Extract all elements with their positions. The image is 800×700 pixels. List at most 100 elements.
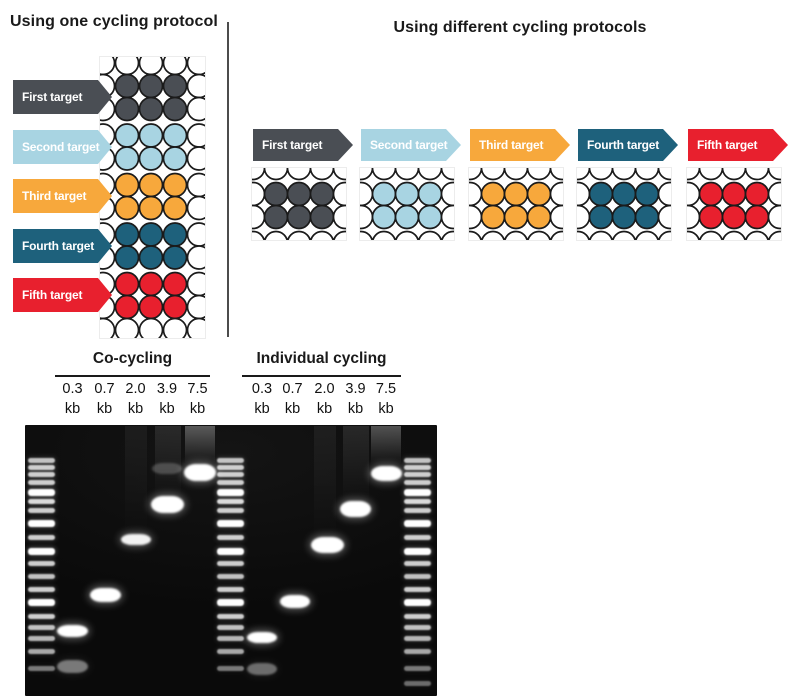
well xyxy=(252,181,266,207)
well xyxy=(549,181,563,207)
lane-size-label: 3.9 kb xyxy=(147,379,187,419)
well xyxy=(286,181,312,207)
well xyxy=(687,181,701,207)
ladder-band xyxy=(216,560,244,566)
well xyxy=(589,230,613,240)
well xyxy=(138,57,164,76)
well xyxy=(162,245,188,270)
well xyxy=(186,222,205,247)
well xyxy=(504,230,528,240)
ladder-band xyxy=(403,598,431,606)
well xyxy=(114,123,140,148)
well xyxy=(186,73,205,99)
well xyxy=(138,146,164,171)
target-arrow: Fourth target xyxy=(578,129,678,161)
ladder-band xyxy=(403,488,431,496)
well xyxy=(186,146,205,171)
well xyxy=(687,230,700,240)
well xyxy=(480,168,506,181)
well xyxy=(526,168,552,181)
well xyxy=(162,195,188,221)
target-arrow: Fifth target xyxy=(13,278,112,312)
well xyxy=(635,230,659,240)
target-arrow-label: Fourth target xyxy=(22,239,95,253)
well xyxy=(698,204,724,230)
well xyxy=(264,230,288,240)
ladder-band xyxy=(27,479,55,485)
well xyxy=(526,204,552,230)
well xyxy=(114,222,140,247)
target-arrow: Third target xyxy=(470,129,570,161)
well xyxy=(526,181,552,207)
ladder-band xyxy=(403,665,431,671)
well xyxy=(722,230,746,240)
lane-size-unit: kb xyxy=(96,401,113,417)
well xyxy=(360,230,373,240)
well xyxy=(371,181,397,207)
ladder-band xyxy=(216,598,244,606)
lane-size-value: 3.9 xyxy=(156,381,178,397)
well xyxy=(481,230,505,240)
ladder-band xyxy=(27,665,55,671)
well xyxy=(114,146,140,171)
well xyxy=(371,204,397,230)
ladder-band xyxy=(403,624,431,630)
well xyxy=(469,168,483,181)
ladder-band xyxy=(403,613,431,619)
well-plate xyxy=(360,168,454,240)
well xyxy=(360,168,374,181)
well xyxy=(332,204,346,230)
ladder-band xyxy=(27,648,55,654)
well xyxy=(744,204,770,230)
well xyxy=(186,96,205,122)
ladder-band xyxy=(216,488,244,496)
well xyxy=(469,230,482,240)
well xyxy=(287,230,311,240)
well xyxy=(480,204,506,230)
well xyxy=(332,181,346,207)
ladder-band xyxy=(403,464,431,470)
sample-band xyxy=(150,495,184,513)
ladder-band xyxy=(27,613,55,619)
ladder-band xyxy=(403,457,431,463)
sample-band xyxy=(370,465,402,481)
lane-size-unit: kb xyxy=(254,401,270,417)
lane-smear xyxy=(342,426,369,502)
well xyxy=(138,222,164,247)
well xyxy=(309,204,335,230)
well xyxy=(114,294,140,320)
gel-group-underline xyxy=(242,375,401,377)
target-arrow: First target xyxy=(13,80,112,114)
lane-smear xyxy=(371,426,401,465)
target-arrow: Fifth target xyxy=(688,129,788,161)
well xyxy=(440,181,454,207)
well xyxy=(114,172,140,198)
well xyxy=(162,271,188,297)
sample-band xyxy=(280,594,310,608)
well xyxy=(634,168,660,181)
lane-size-value: 0.7 xyxy=(282,381,303,397)
ladder-band xyxy=(27,519,55,527)
ladder-band xyxy=(403,680,431,686)
lane-size-unit: kb xyxy=(159,401,175,417)
well xyxy=(114,73,140,99)
target-arrow-label: First target xyxy=(22,90,83,104)
target-arrow-label: First target xyxy=(262,138,323,152)
lane-size-value: 2.0 xyxy=(125,381,146,397)
target-arrow: Third target xyxy=(13,179,112,213)
ladder-band xyxy=(27,457,55,463)
ladder-band xyxy=(403,586,431,592)
lane-size-value: 0.3 xyxy=(62,381,83,397)
ladder-band xyxy=(27,635,55,641)
well xyxy=(138,317,164,338)
sample-band xyxy=(152,462,182,474)
well xyxy=(138,73,164,99)
ladder-band xyxy=(216,547,244,555)
well xyxy=(577,181,591,207)
sample-band xyxy=(340,501,371,517)
target-arrow: Second target xyxy=(13,130,112,164)
